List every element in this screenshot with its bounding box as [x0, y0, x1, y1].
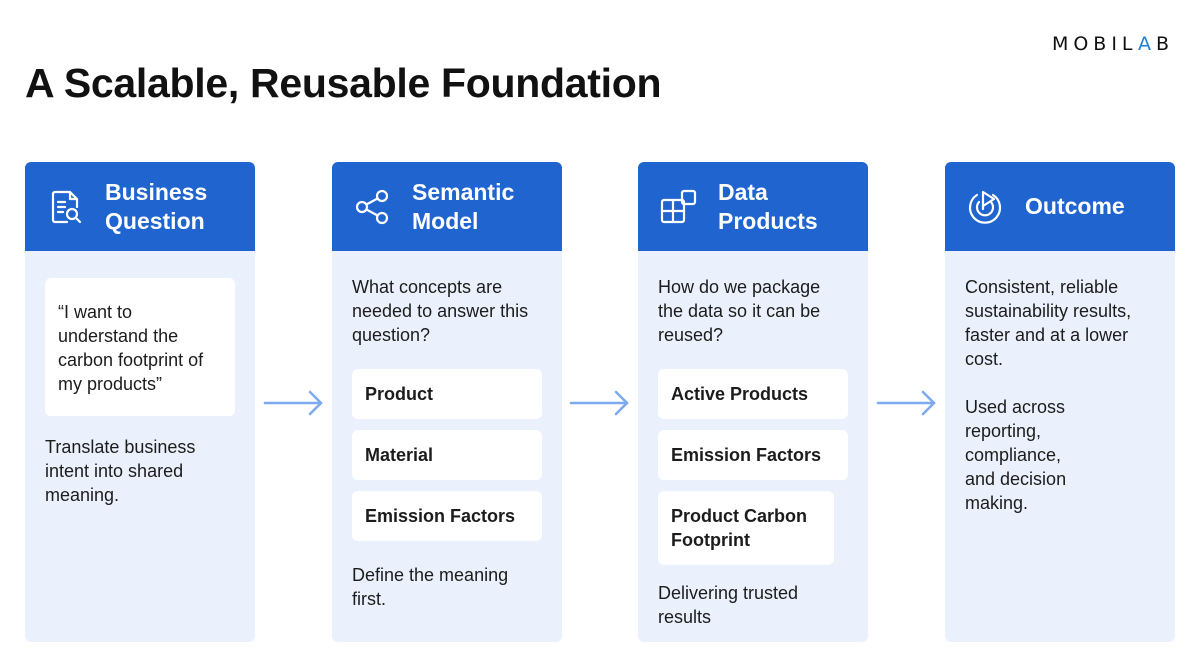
column-title: Semantic Model: [412, 178, 515, 234]
document-search-icon: [45, 187, 85, 227]
column-header: Semantic Model: [332, 162, 562, 251]
chip-item: Product Carbon Footprint: [658, 491, 834, 565]
arrow-right-icon: [876, 388, 938, 418]
column-question: How do we package the data so it can be …: [658, 277, 821, 345]
column-header: Business Question: [25, 162, 255, 251]
column-business-question: Business Question “I want to understand …: [25, 162, 255, 642]
column-body: What concepts are needed to answer this …: [332, 251, 562, 611]
column-footer: Define the meaning first.: [352, 565, 509, 609]
column-header: Outcome: [945, 162, 1175, 251]
column-header: Data Products: [638, 162, 868, 251]
mobilab-logo: MOBILAB: [1051, 33, 1174, 55]
column-body: “I want to understand the carbon footpri…: [25, 251, 255, 507]
outcome-paragraph: Used across reporting, compliance, and d…: [965, 397, 1067, 513]
column-footer: Delivering trusted results: [658, 583, 799, 627]
column-data-products: Data Products How do we package the data…: [638, 162, 868, 642]
target-play-icon: [965, 187, 1005, 227]
column-outcome: Outcome Consistent, reliable sustainabil…: [945, 162, 1175, 642]
arrow-right-icon: [263, 388, 325, 418]
column-description: Translate business intent into shared me…: [45, 437, 196, 505]
column-title: Business Question: [105, 178, 208, 234]
column-question: What concepts are needed to answer this …: [352, 277, 529, 345]
chip-item: Product: [352, 369, 542, 419]
chip-list: Product Material Emission Factors: [352, 369, 542, 541]
page-title: A Scalable, Reusable Foundation: [25, 60, 662, 106]
chip-item: Material: [352, 430, 542, 480]
grid-blocks-icon: [658, 187, 698, 227]
chip-item: Emission Factors: [352, 491, 542, 541]
chip-item: Emission Factors: [658, 430, 848, 480]
chip-list: Active Products Emission Factors Product…: [658, 369, 848, 565]
column-title: Outcome: [1025, 193, 1125, 219]
column-body: Consistent, reliable sustainability resu…: [945, 251, 1175, 515]
arrow-right-icon: [569, 388, 631, 418]
quote-card: “I want to understand the carbon footpri…: [45, 278, 235, 416]
column-semantic-model: Semantic Model What concepts are needed …: [332, 162, 562, 642]
column-title: Data Products: [718, 178, 818, 234]
share-nodes-icon: [352, 187, 392, 227]
chip-item: Active Products: [658, 369, 848, 419]
column-body: How do we package the data so it can be …: [638, 251, 868, 629]
outcome-paragraph: Consistent, reliable sustainability resu…: [965, 277, 1132, 369]
